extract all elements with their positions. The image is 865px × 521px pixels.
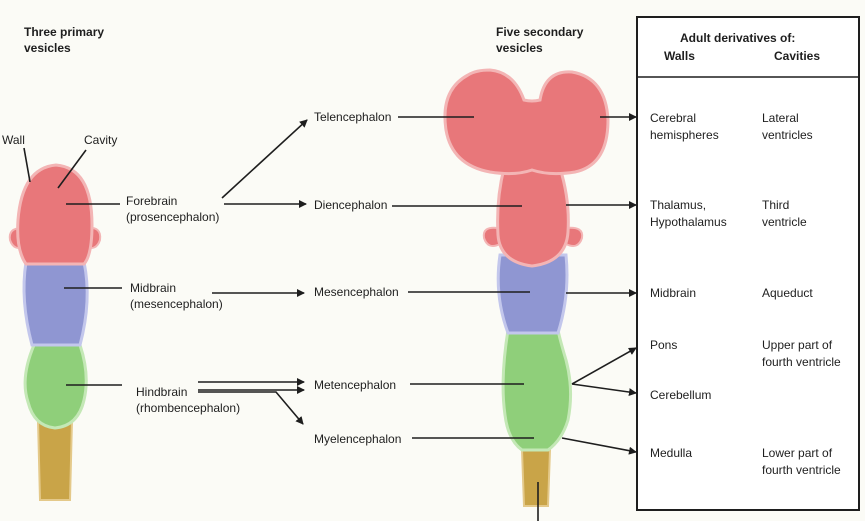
primary-hindbrain-vesicle: [25, 345, 86, 428]
arrow-to-cerebellum: [572, 384, 636, 393]
primary-midbrain-vesicle: [24, 262, 87, 345]
secondary-hindbrain-vesicle: [503, 330, 570, 450]
telencephalon-label: Telencephalon: [314, 109, 391, 125]
primary-vesicles-heading: Three primary vesicles: [24, 24, 104, 56]
secondary-diencephalon-vesicle: [498, 168, 569, 266]
table-col-cavities: Cavities: [774, 48, 820, 64]
table-cell-wall: Midbrain: [650, 285, 696, 302]
derivatives-table-frame: [637, 17, 859, 510]
metencephalon-label: Metencephalon: [314, 377, 396, 393]
diencephalon-label: Diencephalon: [314, 197, 387, 213]
hindbrain-label: Hindbrain (rhombencephalon): [136, 384, 240, 416]
table-cell-cavity: Upper part of fourth ventricle: [762, 337, 841, 371]
arrow-to-pons: [572, 348, 636, 384]
table-cell-wall: Pons: [650, 337, 677, 354]
arrow-to-medulla: [562, 438, 636, 452]
table-cell-wall: Cerebellum: [650, 387, 711, 404]
myelencephalon-label: Myelencephalon: [314, 431, 401, 447]
table-cell-wall: Cerebral hemispheres: [650, 110, 719, 144]
midbrain-label: Midbrain (mesencephalon): [130, 280, 223, 312]
table-cell-cavity: Lower part of fourth ventricle: [762, 445, 841, 479]
secondary-vesicles-heading: Five secondary vesicles: [496, 24, 583, 56]
secondary-spinal-cord: [522, 450, 550, 506]
table-cell-cavity: Lateral ventricles: [762, 110, 813, 144]
wall-label: Wall: [2, 132, 25, 148]
secondary-telencephalon-vesicle: [445, 70, 608, 174]
wall-pointer: [24, 148, 30, 182]
forebrain-label: Forebrain (prosencephalon): [126, 193, 219, 225]
table-cell-wall: Medulla: [650, 445, 692, 462]
table-cell-cavity: Third ventricle: [762, 197, 807, 231]
table-cell-cavity: Aqueduct: [762, 285, 813, 302]
arrow-to-telencephalon: [222, 120, 307, 198]
table-title: Adult derivatives of:: [680, 30, 795, 46]
primary-spinal-cord: [38, 420, 72, 500]
cavity-label: Cavity: [84, 132, 117, 148]
primary-vesicles: [10, 165, 100, 500]
secondary-vesicles: [445, 70, 608, 506]
table-col-walls: Walls: [664, 48, 695, 64]
mesencephalon-label: Mesencephalon: [314, 284, 399, 300]
table-cell-wall: Thalamus, Hypothalamus: [650, 197, 727, 231]
